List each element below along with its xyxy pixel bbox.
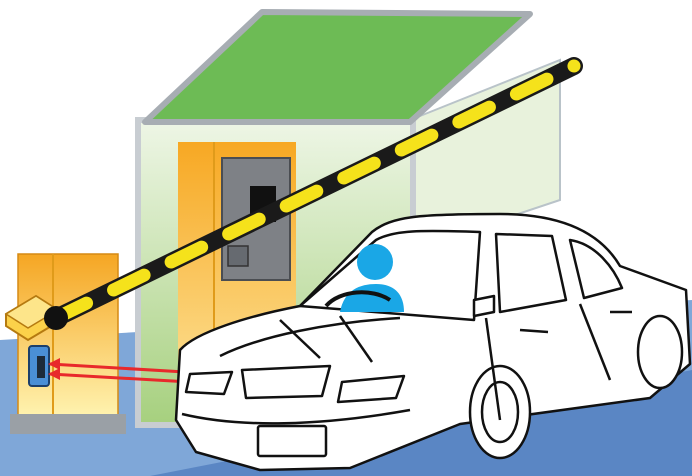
car-headlight-left	[186, 372, 232, 394]
car-wheel-rear	[638, 316, 682, 388]
pillar-base	[10, 414, 126, 434]
car-license-plate	[258, 426, 326, 456]
ticket-pillar	[10, 254, 126, 434]
booth-window-slot	[228, 246, 248, 266]
car-grille	[242, 366, 330, 398]
